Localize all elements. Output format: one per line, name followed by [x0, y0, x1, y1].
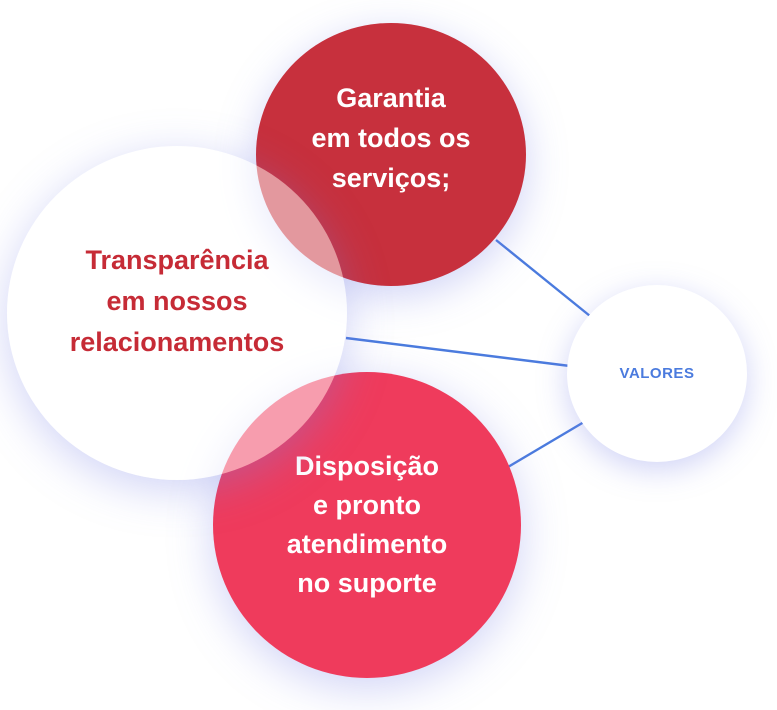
value-circle-transparencia: Transparência em nossos relacionamentos	[7, 146, 347, 480]
value-text-garantia: Garantia em todos os serviços;	[311, 82, 471, 193]
center-circle-valores: VALORES	[567, 285, 747, 462]
center-label: VALORES	[619, 365, 695, 382]
value-text-disposicao: Disposição e pronto atendimento no supor…	[286, 451, 448, 598]
connector-garantia	[495, 239, 591, 317]
connector-disposicao	[507, 420, 585, 469]
connector-transparencia	[345, 336, 571, 368]
value-text-transparencia: Transparência em nossos relacionamentos	[69, 244, 285, 357]
